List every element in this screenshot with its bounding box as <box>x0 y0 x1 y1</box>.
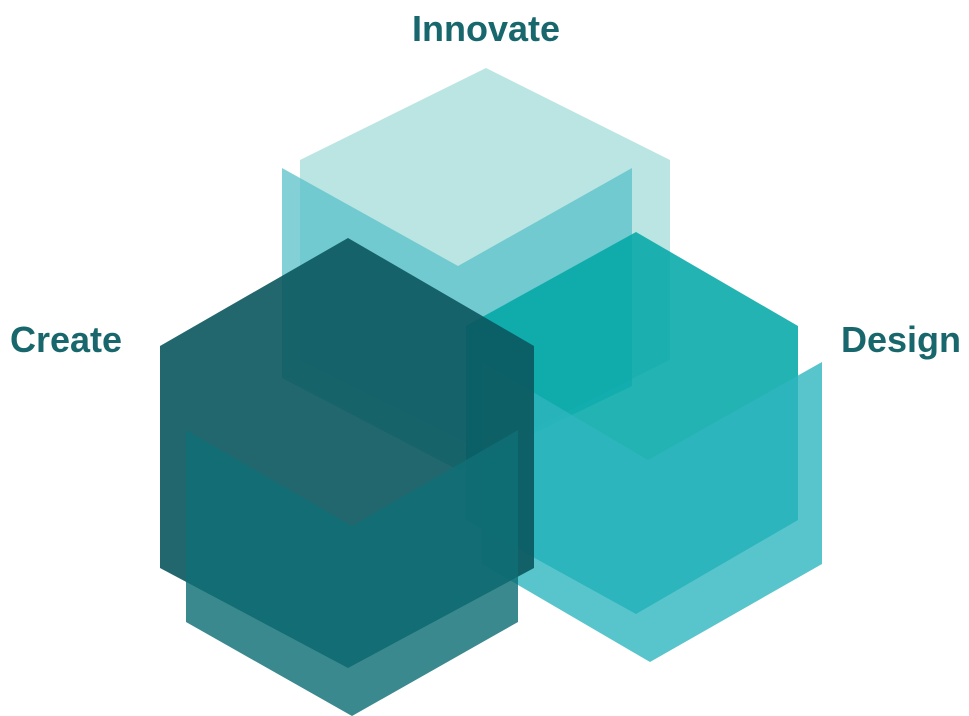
create-label: Create <box>10 319 123 360</box>
create-cube <box>160 238 534 716</box>
design-cube <box>466 232 822 662</box>
design-front-face <box>482 362 822 662</box>
create-front-face <box>186 430 518 716</box>
innovate-label: Innovate <box>412 8 561 49</box>
design-label: Design <box>841 319 962 360</box>
